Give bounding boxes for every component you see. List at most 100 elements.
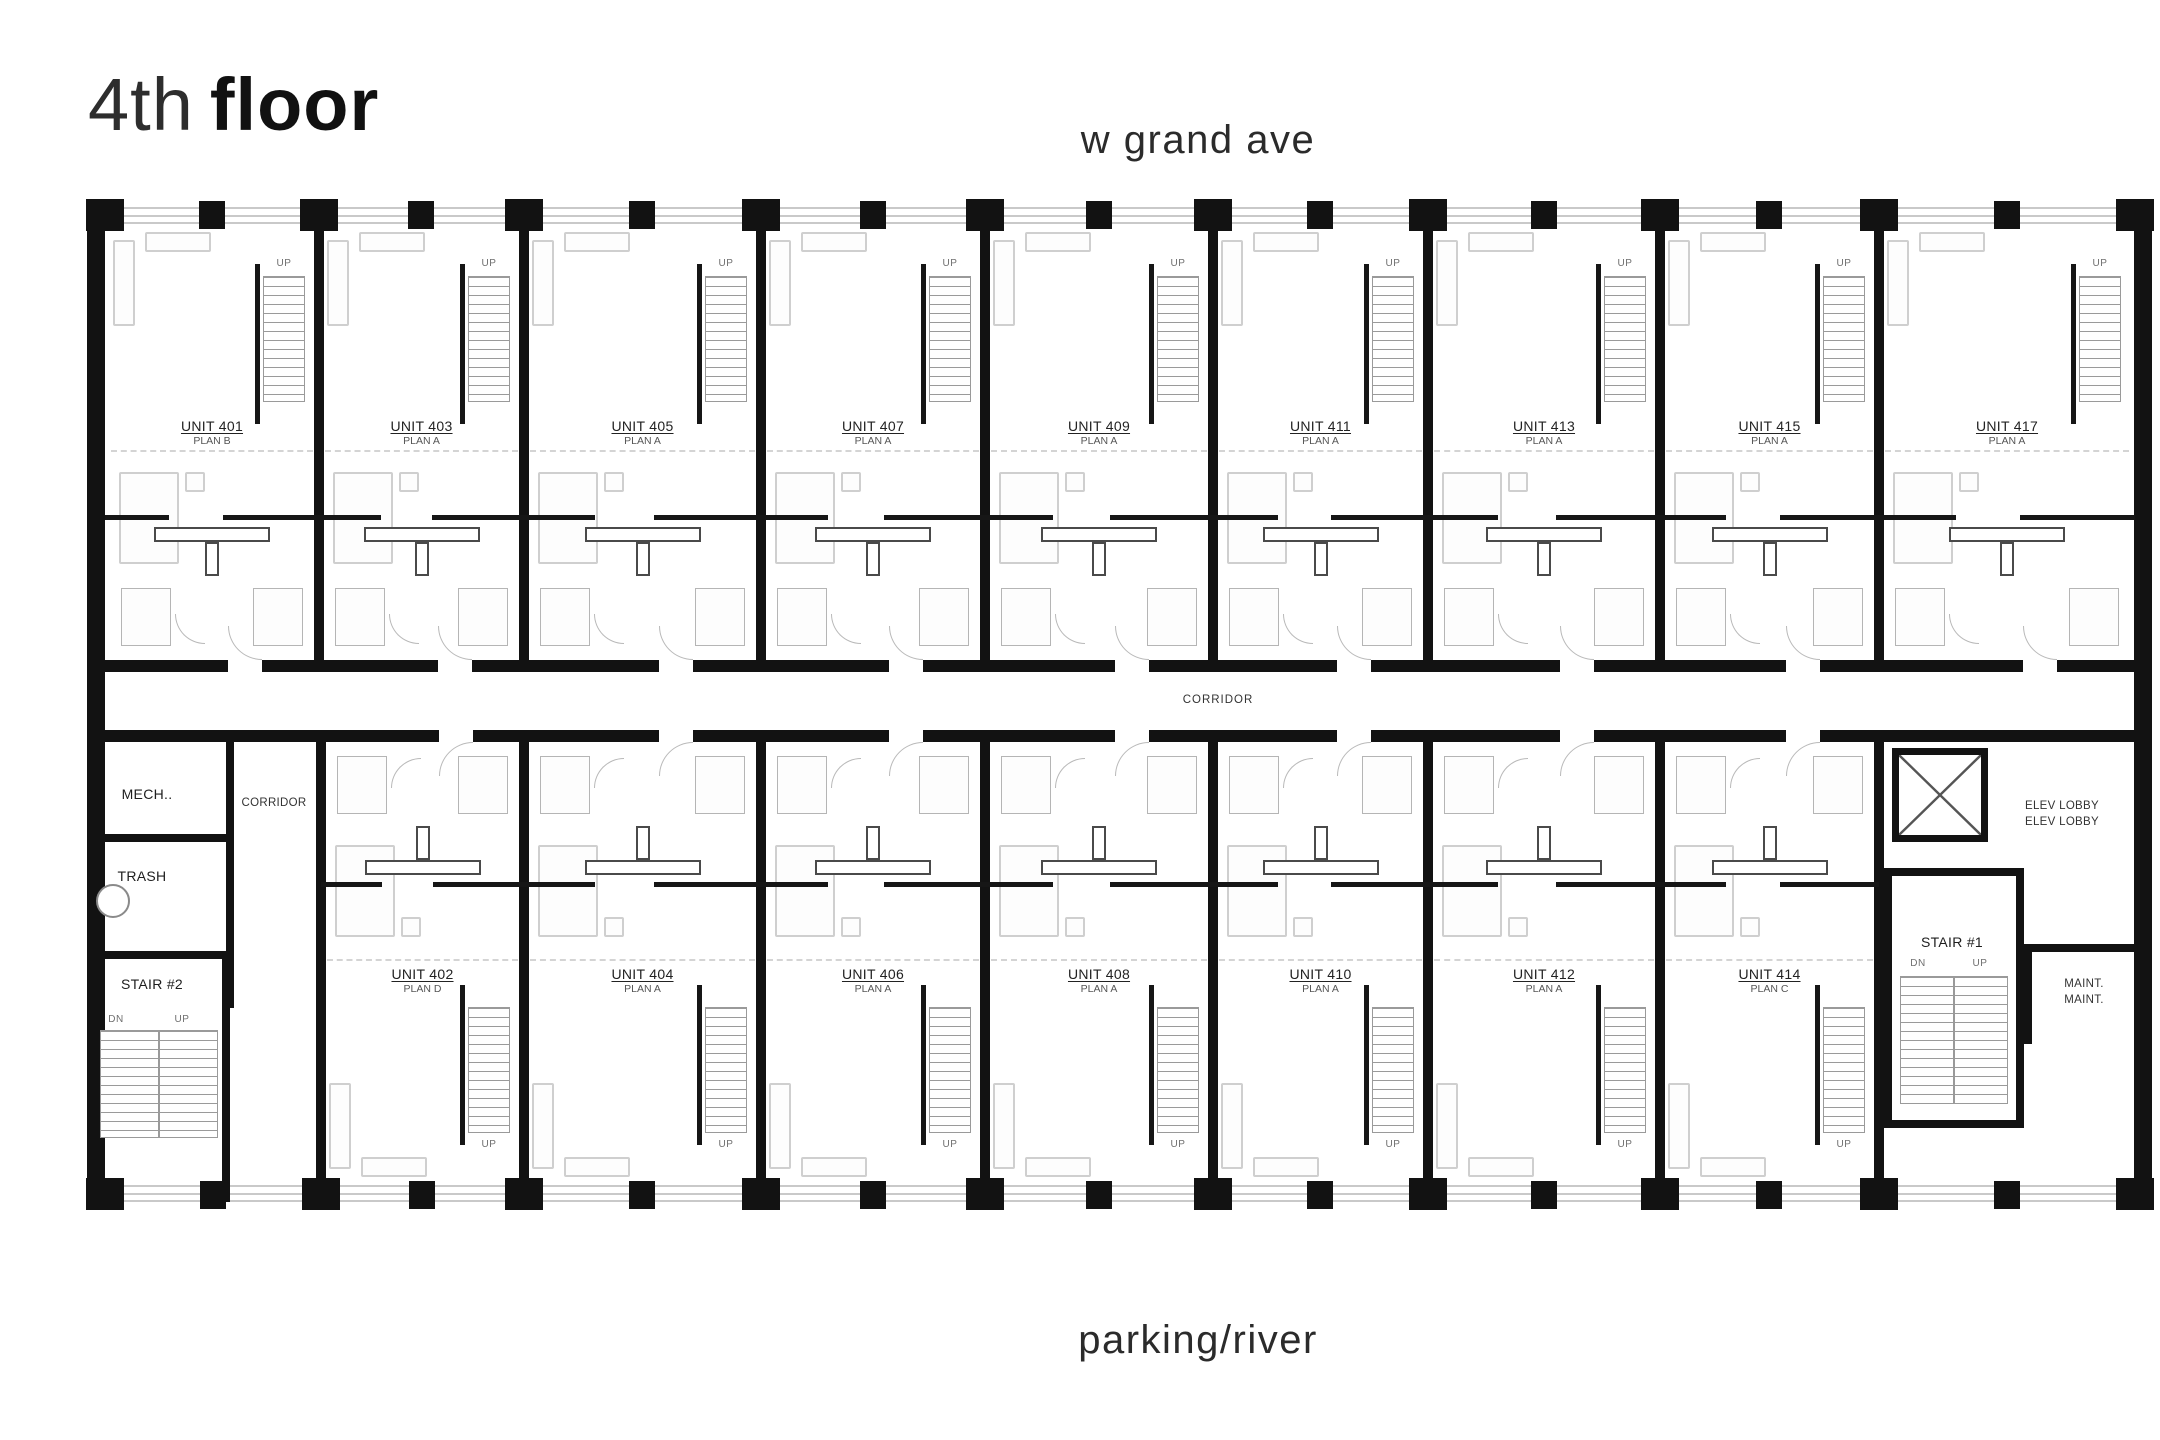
unit-409-stair-up-label: UP — [1170, 258, 1186, 269]
unit-401-interior-wall — [105, 515, 170, 520]
unit-409-stair — [1157, 276, 1199, 402]
unit-405-plan: PLAN A — [624, 435, 661, 448]
unit-405-stair — [705, 276, 747, 402]
unit-404-stair — [705, 1007, 747, 1133]
unit-411-entry-arc — [1336, 626, 1371, 660]
unit-405-sofa — [532, 240, 554, 326]
unit-412-entry-gap — [1560, 730, 1594, 742]
unit-401-kitchen-island — [205, 542, 219, 576]
unit-410-interior-wall — [1331, 882, 1428, 887]
unit-412-kitchen-island — [1537, 826, 1551, 860]
elevator-shaft — [1892, 748, 1988, 842]
unit-410-kitchen-island — [1313, 826, 1328, 860]
unit-410-bathroom — [1229, 756, 1279, 814]
unit-401-demising-wall — [314, 210, 324, 672]
unit-409-entry-gap — [1115, 660, 1149, 672]
unit-406-bathroom — [919, 756, 969, 814]
unit-414-nightstand — [1740, 917, 1760, 937]
unit-401-bathroom — [121, 588, 171, 646]
unit-417-stair — [2079, 276, 2121, 402]
mech-trash-divider-wall — [87, 834, 230, 842]
unit-414-interior-wall — [1780, 882, 1879, 887]
facade-column — [199, 201, 225, 229]
unit-404-name: UNIT 404 — [611, 966, 674, 982]
street-label-bottom: parking/river — [1078, 1318, 1318, 1362]
unit-401-stair-wall — [255, 264, 260, 424]
facade-column — [1409, 199, 1447, 231]
unit-407-bathroom — [919, 588, 969, 646]
unit-403-nightstand — [399, 472, 419, 492]
unit-407-entry-gap — [889, 660, 923, 672]
unit-409-entry-arc — [1115, 626, 1149, 660]
unit-409-interior-wall — [985, 515, 1054, 520]
unit-412-stair-up-label: UP — [1617, 1139, 1633, 1150]
unit-402-zone-divider — [327, 959, 518, 961]
unit-406-sofa — [769, 1083, 791, 1169]
unit-412-plan: PLAN A — [1525, 983, 1563, 996]
unit-412-demising-wall — [1655, 730, 1665, 1192]
facade-column — [1756, 1181, 1782, 1209]
unit-403-zone-divider — [325, 450, 518, 452]
unit-407-stair-wall — [921, 264, 926, 424]
unit-410-bed — [1227, 845, 1287, 937]
unit-411-bathroom — [1229, 588, 1279, 646]
unit-405-bath-door-arc — [594, 614, 624, 644]
unit-403-interior-wall — [431, 515, 524, 520]
facade-column — [1086, 1181, 1112, 1209]
facade-column — [505, 1178, 543, 1210]
unit-405-interior-wall — [654, 515, 761, 520]
unit-402-sofa — [329, 1083, 351, 1169]
unit-407-interior-wall — [761, 515, 829, 520]
unit-405-name: UNIT 405 — [611, 418, 674, 434]
facade-column — [1860, 199, 1898, 231]
unit-411-stair — [1372, 276, 1414, 402]
unit-401-interior-wall — [222, 515, 319, 520]
unit-401-sofa — [113, 240, 135, 326]
unit-405-bench — [564, 232, 630, 252]
unit-402-left-demising-wall — [316, 730, 326, 1192]
unit-412-entry-arc — [1560, 742, 1594, 776]
unit-409-bench — [1025, 232, 1091, 252]
unit-415-name: UNIT 415 — [1738, 418, 1801, 434]
unit-410-stair — [1372, 1007, 1414, 1133]
unit-411-zone-divider — [1219, 450, 1422, 452]
unit-413-entry-arc — [1560, 626, 1594, 660]
unit-413-stair-up-label: UP — [1617, 258, 1633, 269]
unit-408-bed — [999, 845, 1059, 937]
unit-412-name: UNIT 412 — [1512, 966, 1576, 982]
unit-410-entry-gap — [1336, 730, 1371, 742]
unit-407-bench — [801, 232, 867, 252]
unit-405-interior-wall — [524, 515, 596, 520]
street-label-top: w grand ave — [1080, 118, 1316, 162]
unit-408-nightstand — [1065, 917, 1085, 937]
unit-414-entry-arc — [1785, 742, 1820, 776]
unit-404-stair-wall — [697, 985, 702, 1145]
unit-410-interior-wall — [1213, 882, 1278, 887]
unit-409-kitchen-island — [1092, 542, 1106, 576]
unit-403-bathroom — [335, 588, 385, 646]
unit-414-name: UNIT 414 — [1738, 966, 1801, 982]
unit-407-kitchen-island — [866, 542, 880, 576]
unit-401-entry-arc — [228, 626, 262, 660]
unit-403-bathroom — [458, 588, 508, 646]
unit-410-bench — [1253, 1157, 1319, 1177]
facade-column — [1994, 1181, 2020, 1209]
unit-402-entry-gap — [438, 730, 473, 742]
unit-401-bench — [145, 232, 211, 252]
unit-413-kitchen-counter — [1486, 527, 1602, 542]
unit-412-zone-divider — [1434, 959, 1654, 961]
unit-414-bath-door-arc — [1730, 758, 1760, 788]
unit-409-sofa — [993, 240, 1015, 326]
unit-407-zone-divider — [767, 450, 979, 452]
facade-column — [86, 199, 124, 231]
unit-405-entry-gap — [658, 660, 693, 672]
unit-401-kitchen-counter — [154, 527, 270, 542]
unit-411-entry-gap — [1336, 660, 1371, 672]
unit-402-kitchen-island — [415, 826, 430, 860]
unit-417-bathroom — [1895, 588, 1945, 646]
unit-408-entry-gap — [1115, 730, 1149, 742]
unit-411-stair-wall — [1364, 264, 1369, 424]
